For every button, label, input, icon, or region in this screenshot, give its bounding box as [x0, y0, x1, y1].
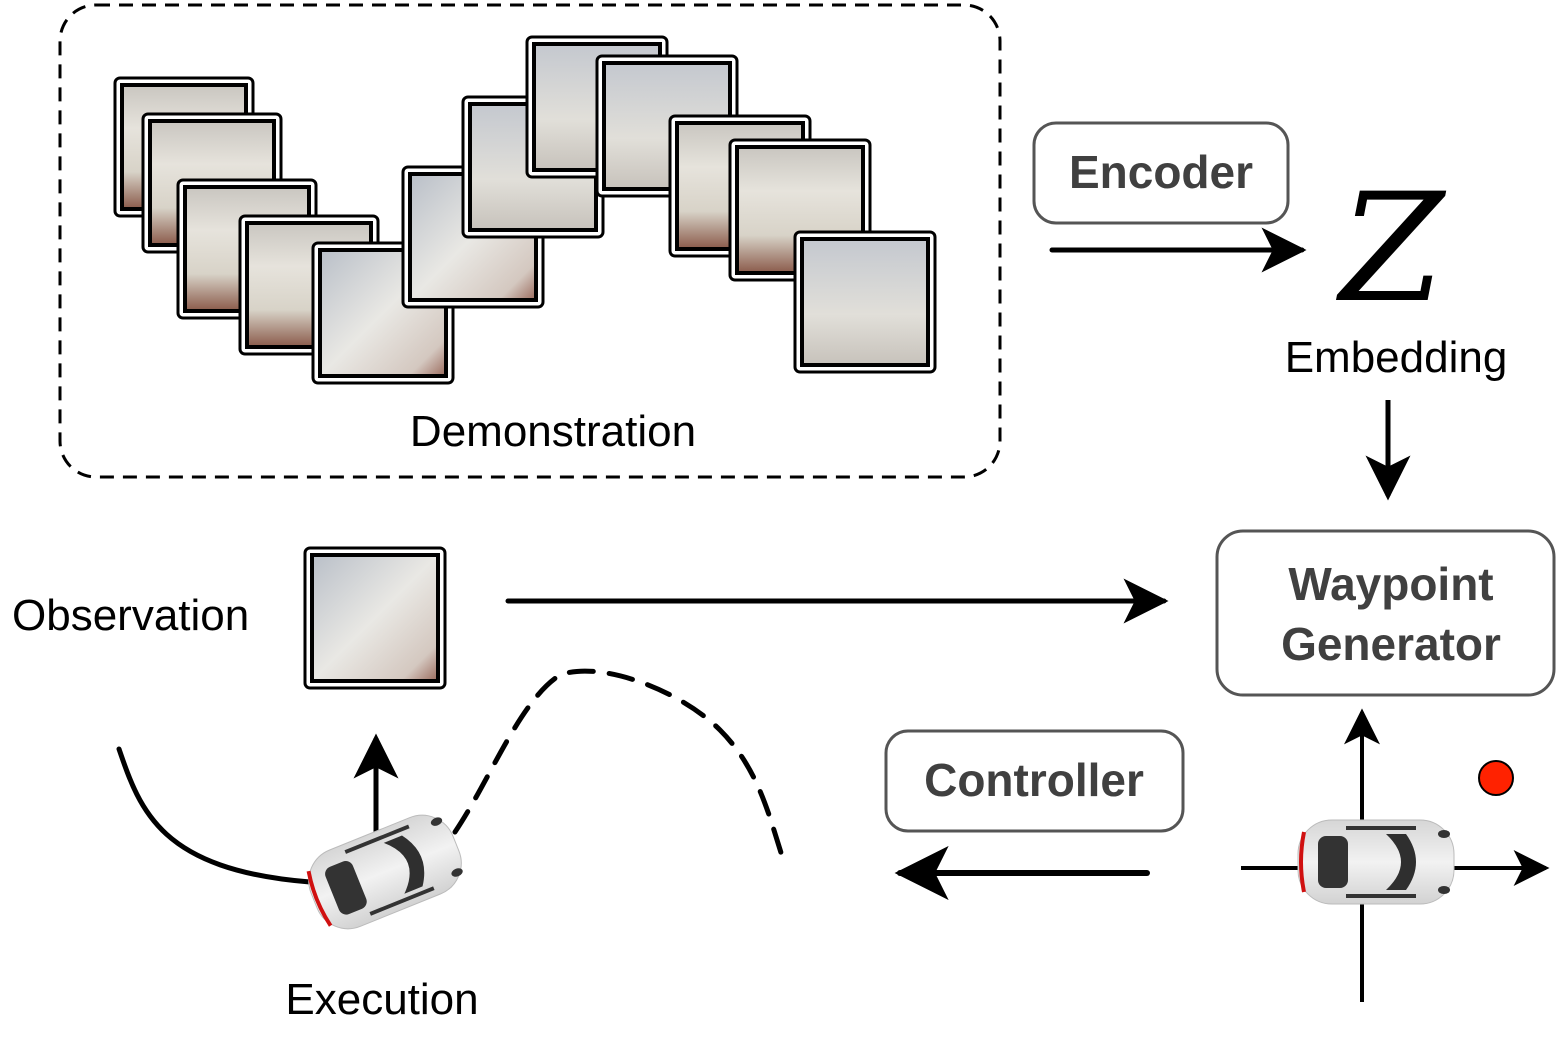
car-icon [1296, 818, 1456, 906]
waypoint-dot-icon [1478, 760, 1514, 796]
embedding-label: Embedding [1285, 333, 1508, 382]
execution-label: Execution [285, 975, 478, 1024]
observation-frame [303, 546, 447, 690]
observation-label: Observation [12, 591, 249, 640]
demonstration-label: Demonstration [410, 407, 696, 456]
encoder-label: Encoder [1069, 146, 1253, 198]
waypoint-generator-label-line1: Waypoint [1288, 558, 1493, 610]
planned-path [452, 668, 787, 865]
controller-box [884, 729, 1185, 833]
executed-path [116, 746, 313, 885]
controller-label: Controller [924, 754, 1144, 806]
demonstration-frames [113, 35, 937, 385]
waypoint-generator-box [1215, 529, 1556, 697]
demo-frame [793, 230, 937, 374]
embedding-symbol: Z [1336, 162, 1447, 336]
encoder-box [1032, 121, 1290, 225]
waypoint-generator-label-line2: Generator [1281, 618, 1501, 670]
car-icon [296, 803, 474, 941]
